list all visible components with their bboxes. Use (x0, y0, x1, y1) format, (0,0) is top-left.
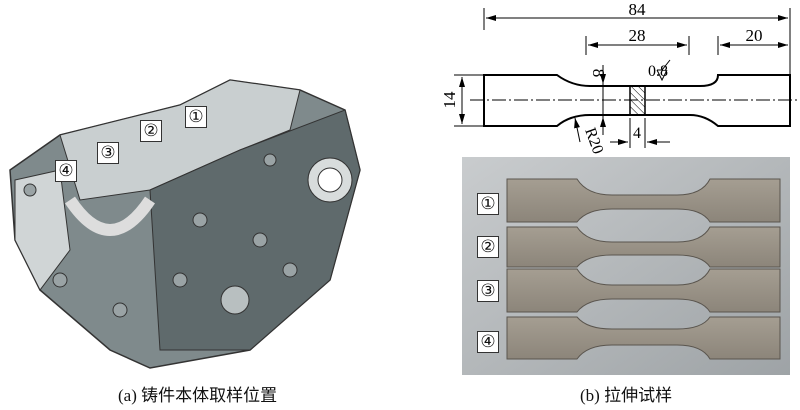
dim-total-length: 84 (629, 0, 647, 19)
location-label-2: ② (140, 120, 162, 142)
specimen-label-2: ② (477, 236, 499, 258)
dim-width: 14 (440, 91, 459, 109)
specimen-photo (462, 157, 790, 375)
specimen-label-3: ③ (477, 280, 499, 302)
caption-b: (b) 拉伸试样 (580, 386, 673, 405)
location-label-4: ④ (55, 160, 77, 182)
dim-thickness: 4 (633, 125, 641, 142)
location-label-3: ③ (97, 142, 119, 164)
dim-gauge-region: 28 (629, 26, 646, 45)
dim-roughness: 0.8 (648, 63, 668, 80)
caption-a: (a) 铸件本体取样位置 (118, 386, 278, 405)
specimen-label-4: ④ (477, 331, 499, 353)
specimen-label-1: ① (477, 193, 499, 215)
specimen-drawing: 84 28 20 14 8 0.8 R20 4 (440, 0, 800, 156)
location-label-1: ① (185, 106, 207, 128)
dim-grip-length: 20 (746, 26, 763, 45)
dim-neck-width: 8 (589, 69, 608, 78)
